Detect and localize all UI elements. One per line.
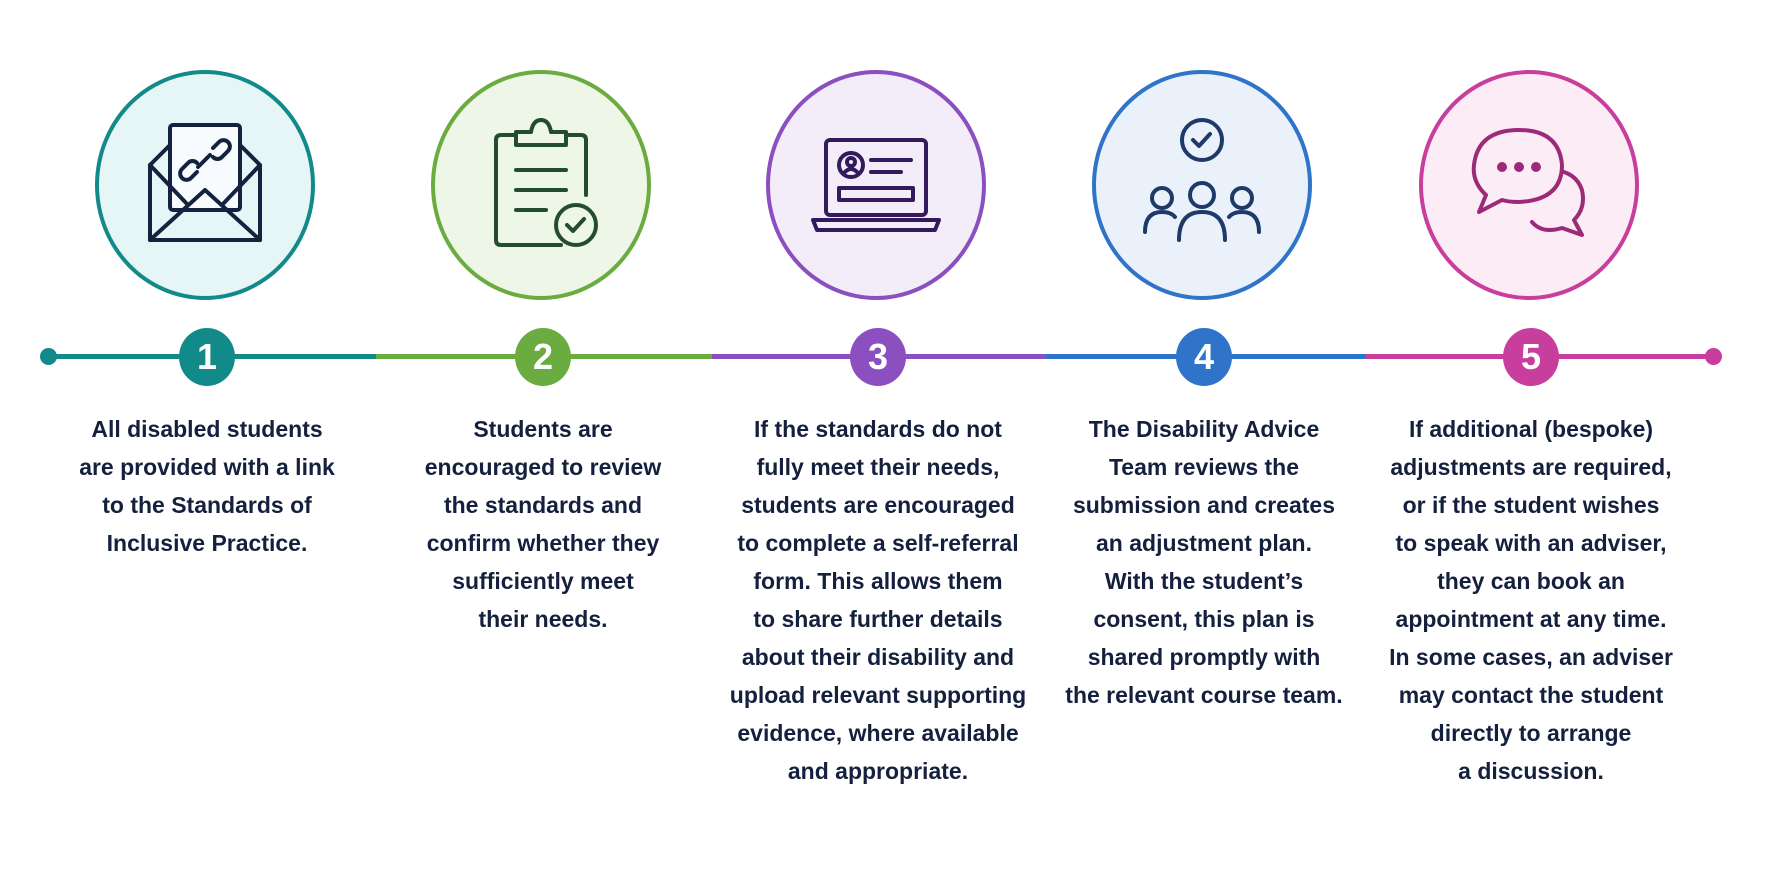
step-number-badge: 5 xyxy=(1503,328,1559,386)
step-description-line: shared promptly with xyxy=(1087,644,1321,670)
step-icon-circle xyxy=(95,70,315,300)
step-description-line: or if the student wishes xyxy=(1402,492,1660,518)
step-description-line: Inclusive Practice. xyxy=(106,530,308,556)
step-icon-circle xyxy=(431,70,651,300)
step-description-line: the standards and xyxy=(443,492,643,518)
step-description-line: If the standards do not xyxy=(754,416,1002,442)
step-description: All disabled students are provided with a… xyxy=(42,410,372,562)
step-description-line: about their disability and xyxy=(741,644,1015,670)
step-description-line: the relevant course team. xyxy=(1065,682,1343,708)
step-number-badge: 4 xyxy=(1176,328,1232,386)
step-description-line: consent, this plan is xyxy=(1093,606,1315,632)
step-5: 5 If additional (bespoke) adjustments are… xyxy=(1366,0,1696,887)
step-description-line: Team reviews the xyxy=(1108,454,1300,480)
step-description-line: form. This allows them xyxy=(753,568,1003,594)
step-3: 3 If the standards do not fully meet thei… xyxy=(713,0,1043,887)
step-description: If the standards do not fully meet their … xyxy=(713,410,1043,790)
step-description-line: to the Standards of xyxy=(102,492,312,518)
step-description-line: students are encouraged xyxy=(741,492,1015,518)
step-description-line: and appropriate. xyxy=(787,758,969,784)
step-description-line: appointment at any time. xyxy=(1395,606,1667,632)
step-description-line: submission and creates xyxy=(1072,492,1336,518)
step-icon-circle xyxy=(1419,70,1639,300)
step-description-line: In some cases, an adviser xyxy=(1389,644,1673,670)
step-2: 2 Students are encouraged to review the st… xyxy=(378,0,708,887)
step-1: 1 All disabled students are provided with… xyxy=(42,0,372,887)
team-check-icon xyxy=(1143,118,1261,242)
step-description-line: sufficiently meet xyxy=(452,568,634,594)
envelope-link-icon xyxy=(148,123,262,242)
step-description-line: Students are xyxy=(473,416,613,442)
step-description-line: If additional (bespoke) xyxy=(1408,416,1654,442)
step-description-line: With the student’s xyxy=(1104,568,1304,594)
step-number-badge: 2 xyxy=(515,328,571,386)
clipboard-check-icon xyxy=(494,118,598,247)
step-description-line: The Disability Advice xyxy=(1088,416,1320,442)
step-description-line: may contact the student xyxy=(1398,682,1664,708)
step-description-line: to complete a self-referral xyxy=(737,530,1019,556)
step-description-line: All disabled students xyxy=(91,416,323,442)
step-description-line: they can book an xyxy=(1437,568,1625,594)
step-description-line: adjustments are required, xyxy=(1390,454,1672,480)
step-icon-circle xyxy=(766,70,986,300)
step-description-line: to speak with an adviser, xyxy=(1395,530,1667,556)
step-description-line: directly to arrange xyxy=(1430,720,1632,746)
step-description-line: an adjustment plan. xyxy=(1096,530,1312,556)
step-description-line: a discussion. xyxy=(1458,758,1604,784)
step-description-line: confirm whether they xyxy=(426,530,660,556)
step-description: Students are encouraged to review the stan… xyxy=(378,410,708,638)
step-icon-circle xyxy=(1092,70,1312,300)
step-description-line: encouraged to review xyxy=(424,454,662,480)
step-number-badge: 1 xyxy=(179,328,235,386)
laptop-form-icon xyxy=(811,138,941,232)
step-description: If additional (bespoke) adjustments are r… xyxy=(1366,410,1696,790)
step-description-line: are provided with a link xyxy=(79,454,335,480)
step-description-line: evidence, where available xyxy=(737,720,1019,746)
step-description-line: fully meet their needs, xyxy=(756,454,1000,480)
step-number-badge: 3 xyxy=(850,328,906,386)
step-description-line: upload relevant supporting xyxy=(729,682,1027,708)
timeline-start-dot xyxy=(40,348,57,365)
chat-bubbles-icon xyxy=(1471,128,1585,237)
step-description-line: to share further details xyxy=(753,606,1003,632)
timeline-end-dot xyxy=(1705,348,1722,365)
step-description-line: their needs. xyxy=(478,606,608,632)
